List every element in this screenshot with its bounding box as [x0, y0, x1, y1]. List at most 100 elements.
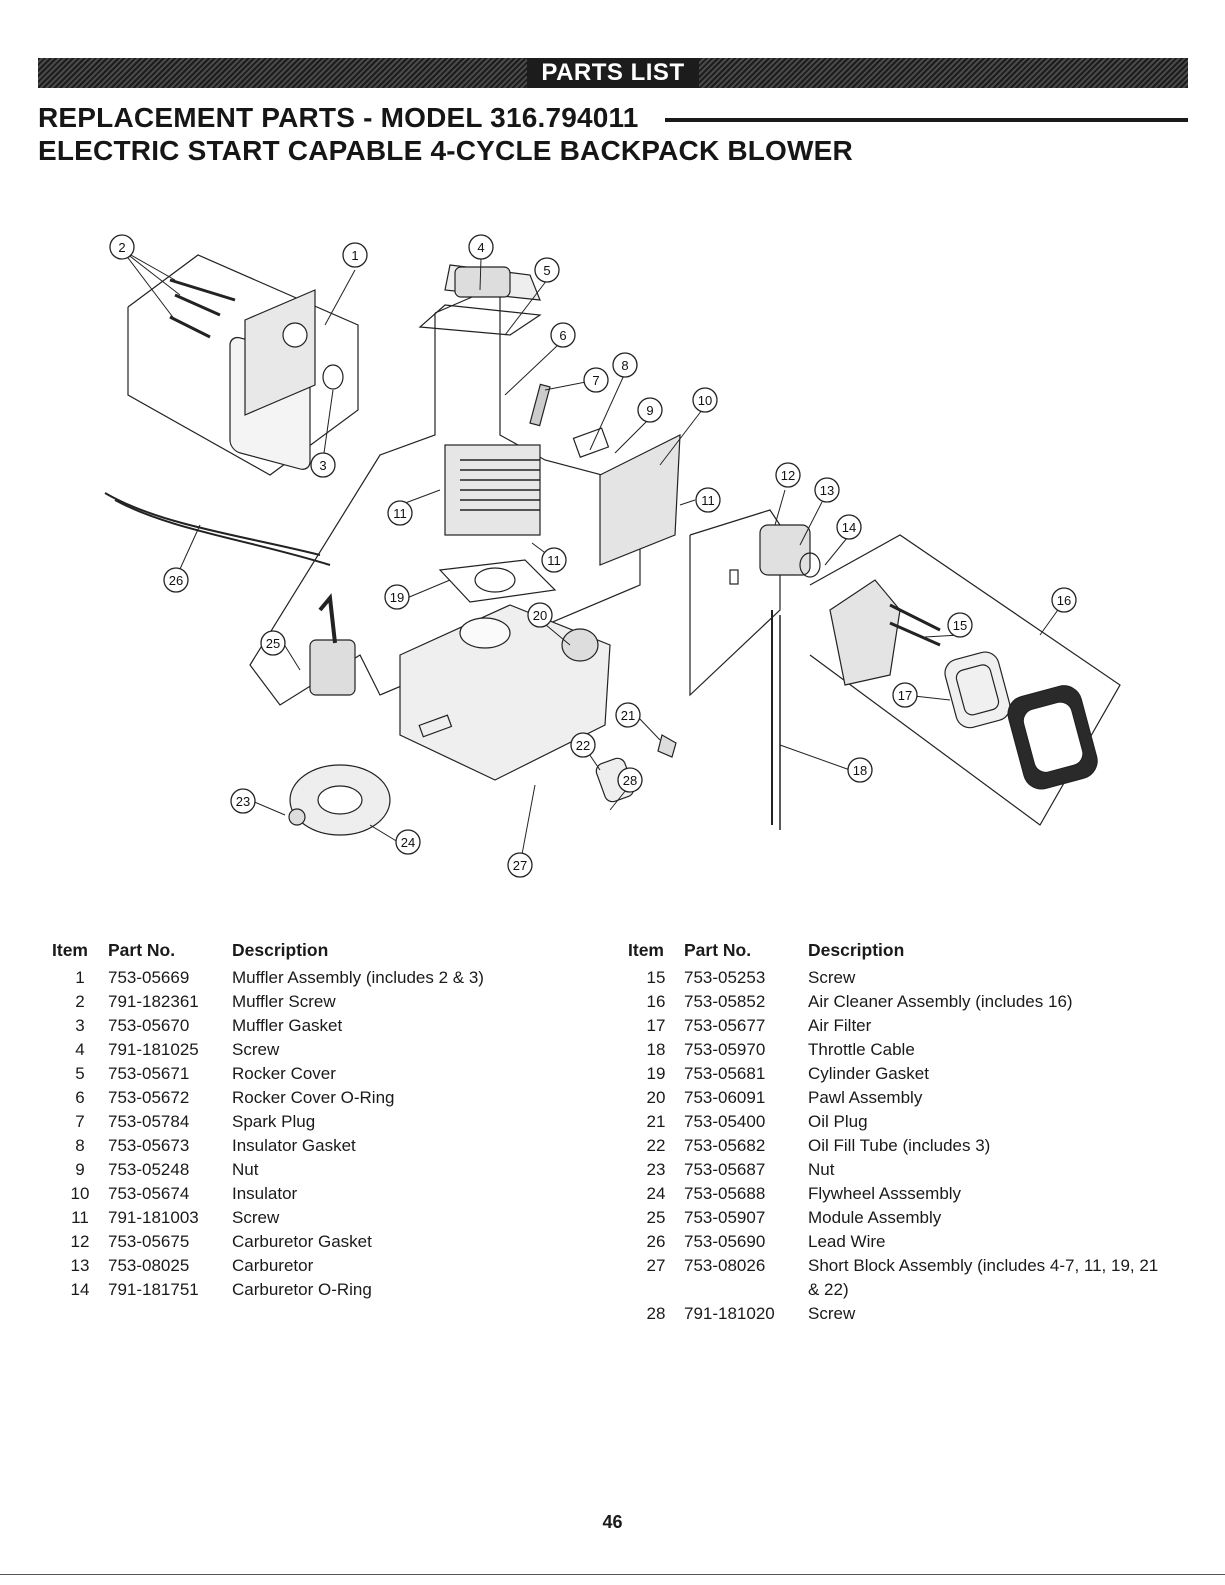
callout-label: 22	[576, 738, 590, 753]
item-number: 17	[646, 1016, 666, 1035]
callout-label: 2	[118, 240, 125, 255]
item-number: 10	[70, 1184, 90, 1203]
part-number: 753-05682	[684, 1136, 766, 1155]
item-number: 7	[75, 1112, 85, 1131]
part-description: Cylinder Gasket	[808, 1064, 929, 1083]
callout-6: 6	[550, 322, 576, 348]
part-description: Module Assembly	[808, 1208, 942, 1227]
part-description: Screw	[808, 1304, 856, 1323]
table-row: 3 753-05670 Muffler Gasket	[52, 1014, 612, 1038]
header-part-no: Part No.	[684, 940, 752, 960]
page-title: REPLACEMENT PARTS - MODEL 316.794011	[38, 102, 639, 133]
item-number: 13	[70, 1256, 90, 1275]
table-row: 25 753-05907 Module Assembly	[628, 1206, 1188, 1230]
callout-label: 27	[513, 858, 527, 873]
item-number: 26	[646, 1232, 666, 1251]
part-number: 791-181025	[108, 1040, 199, 1059]
callout-23: 23	[230, 788, 256, 814]
callout-21: 21	[615, 702, 641, 728]
callout-label: 16	[1057, 593, 1071, 608]
part-description: Screw	[232, 1208, 280, 1227]
part-description: Carburetor O-Ring	[232, 1280, 372, 1299]
callout-16: 16	[1051, 587, 1077, 613]
callout-label: 23	[236, 794, 250, 809]
part-description: Pawl Assembly	[808, 1088, 923, 1107]
part-number: 753-05687	[684, 1160, 766, 1179]
callout-label: 10	[698, 393, 712, 408]
part-number: 753-05672	[108, 1088, 190, 1107]
item-number: 22	[646, 1136, 666, 1155]
item-number: 8	[75, 1136, 85, 1155]
part-number: 753-06091	[684, 1088, 766, 1107]
part-number: 753-05690	[684, 1232, 766, 1251]
callout-label: 3	[319, 458, 326, 473]
table-row: 6 753-05672 Rocker Cover O-Ring	[52, 1086, 612, 1110]
table-row: 23 753-05687 Nut	[628, 1158, 1188, 1182]
part-number: 791-181751	[108, 1280, 199, 1299]
part-description: Oil Plug	[808, 1112, 868, 1131]
header-description: Description	[232, 940, 329, 960]
part-number: 791-181020	[684, 1304, 775, 1323]
table-row: 4 791-181025 Screw	[52, 1038, 612, 1062]
item-number: 20	[646, 1088, 666, 1107]
part-number: 753-05670	[108, 1016, 190, 1035]
callout-label: 8	[621, 358, 628, 373]
callout-9: 9	[637, 397, 663, 423]
part-number: 753-05907	[684, 1208, 766, 1227]
part-description: Rocker Cover O-Ring	[232, 1088, 395, 1107]
callout-26: 26	[163, 567, 189, 593]
callout-17: 17	[892, 682, 918, 708]
part-number: 753-05248	[108, 1160, 190, 1179]
item-number: 23	[646, 1160, 666, 1179]
part-number: 753-05677	[684, 1016, 766, 1035]
item-number: 21	[646, 1112, 666, 1131]
callout-1: 1	[342, 242, 368, 268]
callout-20: 20	[527, 602, 553, 628]
callout-13: 13	[814, 477, 840, 503]
callout-28: 28	[617, 767, 643, 793]
part-description: Muffler Assembly (includes 2 & 3)	[232, 968, 484, 987]
part-description: Throttle Cable	[808, 1040, 915, 1059]
callout-label: 19	[390, 590, 404, 605]
part-number: 753-05400	[684, 1112, 766, 1131]
item-number: 6	[75, 1088, 85, 1107]
part-number: 753-05688	[684, 1184, 766, 1203]
callout-11: 11	[695, 487, 721, 513]
part-number: 753-08026	[684, 1256, 766, 1275]
callout-label: 11	[701, 493, 715, 508]
part-description: Screw	[232, 1040, 280, 1059]
part-description: Spark Plug	[232, 1112, 316, 1131]
part-number: 753-08025	[108, 1256, 190, 1275]
item-number: 2	[75, 992, 85, 1011]
part-number: 753-05669	[108, 968, 190, 987]
item-number: 25	[646, 1208, 666, 1227]
callout-label: 15	[953, 618, 967, 633]
part-number: 753-05970	[684, 1040, 766, 1059]
callout-label: 28	[623, 773, 637, 788]
parts-list-banner: PARTS LIST	[38, 58, 1188, 88]
callout-15: 15	[947, 612, 973, 638]
part-description: Muffler Gasket	[232, 1016, 343, 1035]
item-number: 4	[75, 1040, 85, 1059]
callout-label: 17	[898, 688, 912, 703]
title-rule	[665, 118, 1188, 122]
part-description: Insulator	[232, 1184, 298, 1203]
part-number: 753-05253	[684, 968, 766, 987]
part-description: Nut	[808, 1160, 835, 1179]
item-number: 3	[75, 1016, 85, 1035]
part-number: 753-05674	[108, 1184, 190, 1203]
callout-label: 25	[266, 636, 280, 651]
callout-4: 4	[468, 234, 494, 260]
item-number: 16	[646, 992, 666, 1011]
part-description: Lead Wire	[808, 1232, 886, 1251]
